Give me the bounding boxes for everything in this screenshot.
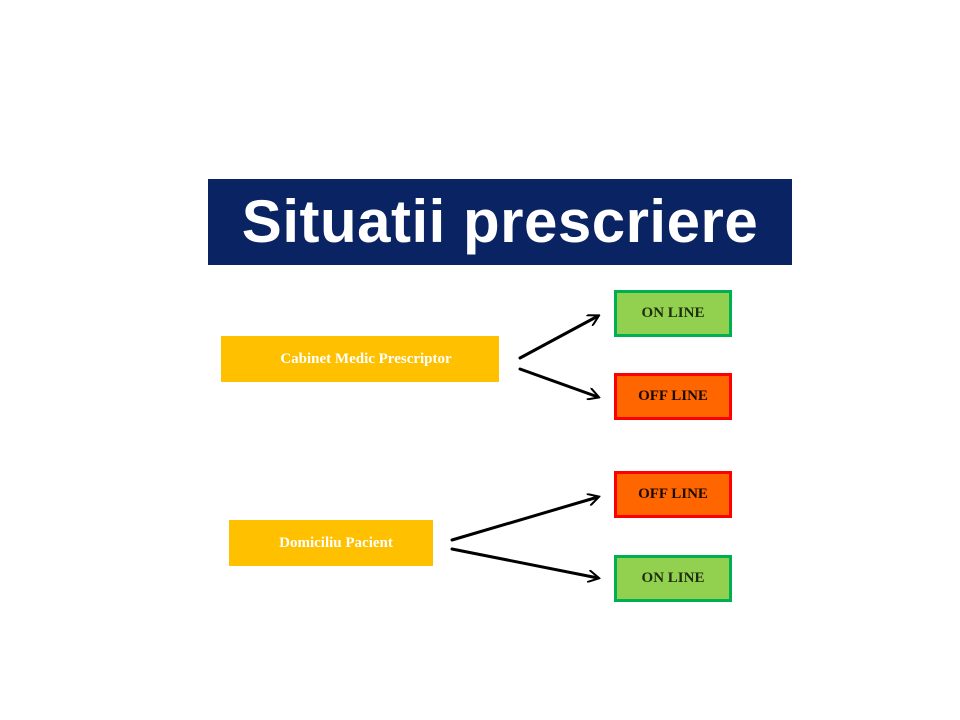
- status-label: OFF LINE: [638, 486, 708, 502]
- status-label: OFF LINE: [638, 388, 708, 404]
- status-box-online: ON LINE: [614, 290, 732, 337]
- source-label: Cabinet Medic Prescriptor: [280, 350, 452, 367]
- source-box-domiciliu-pacient: Domiciliu Pacient: [229, 520, 433, 566]
- status-box-online: ON LINE: [614, 555, 732, 602]
- arrow-cabinet-to-offline: [518, 367, 598, 397]
- page-title: Situatii prescriere: [241, 188, 759, 255]
- status-box-offline: OFF LINE: [614, 471, 732, 518]
- arrow-domiciliu-to-offline: [450, 497, 598, 542]
- status-label: ON LINE: [641, 305, 705, 321]
- source-box-cabinet-medic-prescriptor: Cabinet Medic Prescriptor: [221, 336, 499, 382]
- title-banner: Situatii prescriere: [208, 179, 792, 265]
- arrow-domiciliu-to-online: [450, 547, 598, 578]
- arrow-cabinet-to-online: [518, 316, 598, 360]
- source-label: Domiciliu Pacient: [279, 534, 393, 551]
- status-box-offline: OFF LINE: [614, 373, 732, 420]
- status-label: ON LINE: [641, 570, 705, 586]
